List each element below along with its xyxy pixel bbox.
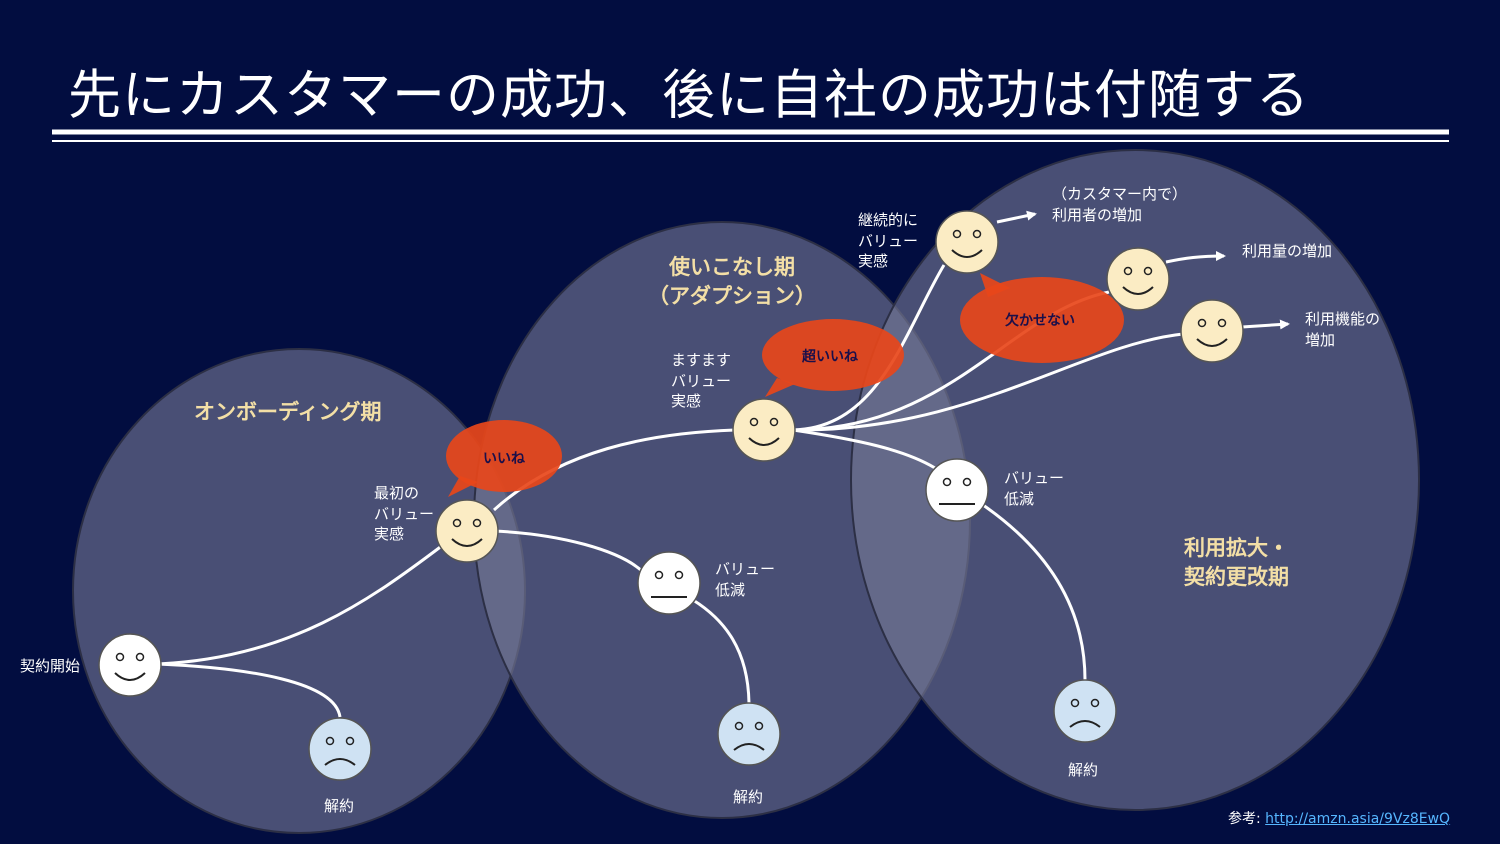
- reference-link[interactable]: http://amzn.asia/9Vz8EwQ: [1265, 811, 1451, 827]
- value-drop-face-1: [637, 551, 701, 615]
- first-value-face: [435, 499, 499, 563]
- phase-label-onboarding: オンボーディング期: [194, 400, 382, 424]
- bubble-essential: [960, 273, 1124, 363]
- arrow-features-increase: [1241, 319, 1290, 330]
- bubble-text-good: いいね: [483, 451, 525, 467]
- label-continuous-value: 継続的に バリュー 実感: [858, 211, 919, 270]
- path-more-to-drop: [792, 428, 936, 470]
- churn-face-2: [717, 702, 781, 766]
- value-drop-face-2: [925, 458, 989, 522]
- path-more-to-features: [792, 332, 1184, 432]
- path-start-to-first-value: [157, 543, 444, 666]
- path-drop-to-churn: [692, 598, 751, 704]
- label-contract-start: 契約開始: [20, 657, 81, 675]
- label-more-value: ますます バリュー 実感: [671, 351, 732, 410]
- path-start-to-churn: [157, 662, 342, 718]
- label-value-drop-1: バリュー 低減: [715, 560, 776, 599]
- contract-start-face: [98, 633, 162, 697]
- label-churn-2: 解約: [733, 788, 764, 806]
- continuous-value-face: [935, 210, 999, 274]
- reference-label: 参考:: [1228, 811, 1266, 827]
- bubble-great: [762, 319, 904, 397]
- bubble-text-essential: 欠かせない: [1005, 313, 1075, 329]
- churn-face-1: [308, 717, 372, 781]
- label-churn-3: 解約: [1068, 761, 1099, 779]
- reference: 参考: http://amzn.asia/9Vz8EwQ: [1228, 808, 1450, 828]
- usage-increase-face: [1106, 247, 1170, 311]
- phase-label-adoption: 使いこなし期 （アダプション）: [648, 255, 816, 308]
- arrow-users-increase: [996, 210, 1037, 224]
- label-features-increase: 利用機能の 増加: [1305, 310, 1381, 349]
- label-usage-increase: 利用量の増加: [1242, 242, 1333, 260]
- label-value-drop-2: バリュー 低減: [1004, 469, 1065, 508]
- label-users-increase: （カスタマー内で） 利用者の増加: [1052, 185, 1188, 224]
- arrow-usage-increase: [1165, 251, 1226, 264]
- path-first-value-to-drop: [493, 529, 645, 574]
- features-increase-face: [1180, 299, 1244, 363]
- path-drop2-to-churn: [982, 503, 1087, 681]
- phase-label-expansion: 利用拡大・ 契約更改期: [1184, 536, 1289, 589]
- bubble-good: [446, 420, 562, 497]
- bubble-text-great: 超いいね: [802, 349, 858, 365]
- more-value-face: [732, 398, 796, 462]
- page-title: 先にカスタマーの成功、後に自社の成功は付随する: [68, 65, 1310, 126]
- label-first-value: 最初の バリュー 実感: [374, 484, 435, 543]
- churn-face-3: [1053, 679, 1117, 743]
- label-churn-1: 解約: [324, 797, 355, 815]
